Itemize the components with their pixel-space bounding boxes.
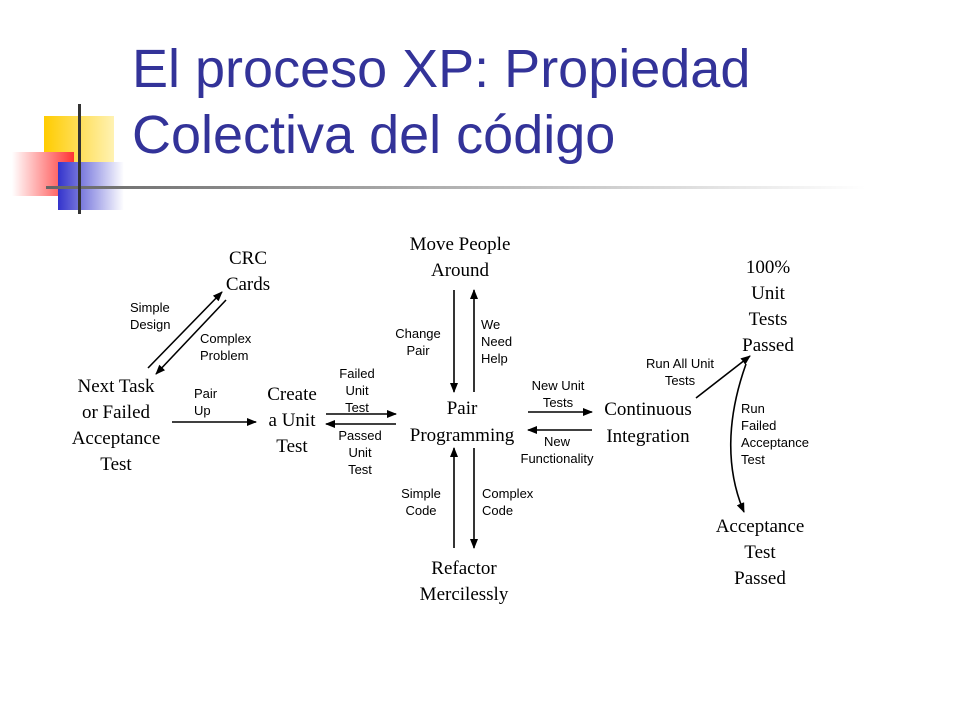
create-test-line-3: Test <box>276 436 308 457</box>
crc-line-1: CRC <box>229 248 267 269</box>
simple-design-line-2: Design <box>130 317 170 332</box>
title-line-2: Colectiva del código <box>132 105 616 165</box>
label-passed-unit-test: Passed Unit Test <box>338 428 381 477</box>
new-unit-tests-line-1: New Unit <box>532 378 585 393</box>
new-functionality-line-1: New <box>544 434 571 449</box>
unit-tests-line-4: Passed <box>742 335 794 356</box>
next-task-line-4: Test <box>100 454 132 475</box>
node-crc-cards: CRC Cards <box>226 248 270 295</box>
refactor-line-1: Refactor <box>431 558 497 579</box>
label-run-failed-acceptance: Run Failed Acceptance Test <box>741 401 809 467</box>
label-simple-design: Simple Design <box>130 300 170 332</box>
arrows <box>147 289 751 549</box>
complex-code-line-2: Code <box>482 503 513 518</box>
failed-unit-line-2: Unit <box>345 383 369 398</box>
label-complex-problem: Complex Problem <box>200 331 252 363</box>
decorative-squares <box>12 104 866 214</box>
vertical-rule <box>78 104 81 214</box>
label-simple-code: Simple Code <box>401 486 441 518</box>
pair-programming-line-2: Programming <box>410 425 515 446</box>
arrow-crc-to-next-task <box>155 299 227 375</box>
simple-code-line-1: Simple <box>401 486 441 501</box>
refactor-line-2: Mercilessly <box>420 584 509 605</box>
label-failed-unit-test: Failed Unit Test <box>339 366 374 415</box>
acceptance-line-2: Test <box>744 542 776 563</box>
label-we-need-help: We Need Help <box>481 317 512 366</box>
crc-line-2: Cards <box>226 274 270 295</box>
label-change-pair: Change Pair <box>395 326 441 358</box>
node-acceptance-test-passed: Acceptance Test Passed <box>716 516 805 589</box>
passed-unit-line-3: Test <box>348 462 372 477</box>
next-task-line-2: or Failed <box>82 402 151 423</box>
move-people-line-2: Around <box>431 260 490 281</box>
run-failed-line-3: Acceptance <box>741 435 809 450</box>
failed-unit-line-3: Test <box>345 400 369 415</box>
unit-tests-line-3: Tests <box>749 309 788 330</box>
need-help-line-2: Need <box>481 334 512 349</box>
arrow-integration-to-unit-tests <box>695 355 751 399</box>
node-pair-programming: Pair Programming <box>410 398 515 446</box>
change-pair-line-2: Pair <box>406 343 430 358</box>
title-line-1: El proceso XP: Propiedad <box>132 39 751 99</box>
complex-problem-line-1: Complex <box>200 331 252 346</box>
simple-design-line-1: Simple <box>130 300 170 315</box>
new-functionality-line-2: Functionality <box>521 451 594 466</box>
passed-unit-line-1: Passed <box>338 428 381 443</box>
label-complex-code: Complex Code <box>482 486 534 518</box>
new-unit-tests-line-2: Tests <box>543 395 574 410</box>
node-continuous-integration: Continuous Integration <box>604 399 692 447</box>
pair-up-line-1: Pair <box>194 386 218 401</box>
move-people-line-1: Move People <box>410 234 511 255</box>
complex-problem-line-2: Problem <box>200 348 248 363</box>
unit-tests-line-2: Unit <box>751 283 786 304</box>
acceptance-line-1: Acceptance <box>716 516 805 537</box>
unit-tests-line-1: 100% <box>746 257 791 278</box>
change-pair-line-1: Change <box>395 326 441 341</box>
complex-code-line-1: Complex <box>482 486 534 501</box>
acceptance-line-3: Passed <box>734 568 786 589</box>
simple-code-line-2: Code <box>405 503 436 518</box>
label-new-unit-tests: New Unit Tests <box>532 378 585 410</box>
failed-unit-line-1: Failed <box>339 366 374 381</box>
pair-up-line-2: Up <box>194 403 211 418</box>
run-failed-line-2: Failed <box>741 418 776 433</box>
run-failed-line-1: Run <box>741 401 765 416</box>
title-underline <box>46 186 866 189</box>
need-help-line-1: We <box>481 317 500 332</box>
need-help-line-3: Help <box>481 351 508 366</box>
arrow-next-task-to-crc <box>147 291 223 369</box>
label-pair-up: Pair Up <box>194 386 218 418</box>
node-move-people-around: Move People Around <box>410 234 511 281</box>
next-task-line-3: Acceptance <box>72 428 161 449</box>
pair-programming-line-1: Pair <box>447 398 478 419</box>
label-new-functionality: New Functionality <box>521 434 594 466</box>
run-all-line-1: Run All Unit <box>646 356 714 371</box>
node-create-unit-test: Create a Unit Test <box>267 384 317 457</box>
passed-unit-line-2: Unit <box>348 445 372 460</box>
node-refactor-mercilessly: Refactor Mercilessly <box>420 558 509 605</box>
integration-line-2: Integration <box>606 426 690 447</box>
next-task-line-1: Next Task <box>78 376 155 397</box>
run-all-line-2: Tests <box>665 373 696 388</box>
create-test-line-1: Create <box>267 384 317 405</box>
integration-line-1: Continuous <box>604 399 692 420</box>
create-test-line-2: a Unit <box>269 410 317 431</box>
arrow-unit-tests-to-acceptance <box>729 363 747 513</box>
label-run-all-unit-tests: Run All Unit Tests <box>646 356 714 388</box>
page-title: El proceso XP: Propiedad Colectiva del c… <box>132 36 750 168</box>
node-unit-tests-passed: 100% Unit Tests Passed <box>742 257 794 356</box>
run-failed-line-4: Test <box>741 452 765 467</box>
node-next-task: Next Task or Failed Acceptance Test <box>72 376 161 475</box>
